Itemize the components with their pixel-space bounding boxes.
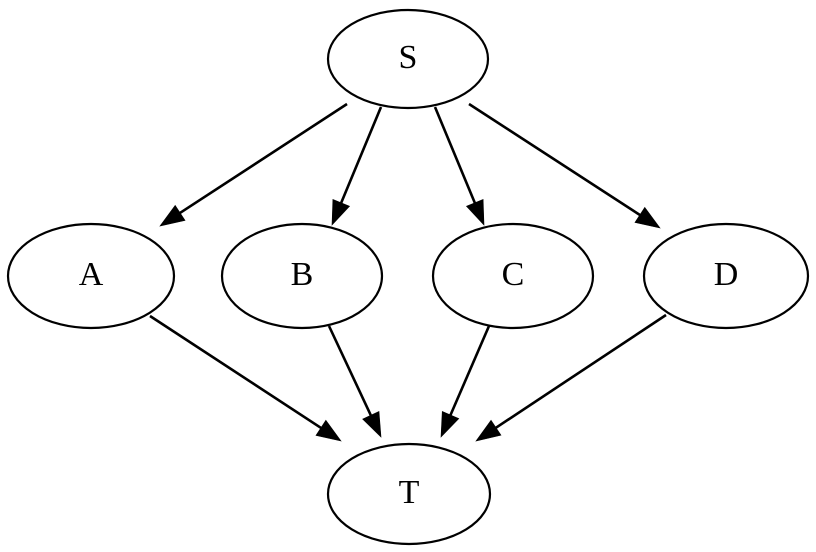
edges-layer	[149, 102, 667, 442]
graph-edge-d-to-t	[475, 313, 667, 442]
nodes-layer: S A B C D T	[6, 8, 810, 546]
arrowhead-icon	[440, 410, 460, 438]
graph-node-t[interactable]: T	[326, 442, 492, 546]
graph-edge-s-to-d	[468, 102, 661, 229]
arrowhead-icon	[362, 410, 382, 438]
graph-edge-c-to-t	[440, 325, 491, 438]
node-ellipse[interactable]	[431, 222, 595, 330]
graph-edge-s-to-b	[331, 106, 383, 226]
graph-edge-a-to-t	[149, 314, 342, 442]
node-label: A	[79, 256, 104, 293]
edge-shaft	[491, 313, 667, 432]
node-ellipse[interactable]	[642, 222, 810, 330]
node-label: D	[714, 256, 739, 293]
edge-shaft	[338, 106, 383, 208]
edge-shaft	[149, 314, 325, 432]
graph-node-s[interactable]: S	[326, 8, 490, 110]
graph-edge-s-to-a	[159, 102, 348, 227]
edge-shaft	[176, 102, 348, 217]
arrowhead-icon	[315, 419, 342, 442]
edge-shaft	[468, 102, 644, 219]
node-label: B	[291, 256, 314, 293]
node-label: C	[502, 256, 525, 293]
node-ellipse[interactable]	[6, 222, 176, 330]
arrowhead-icon	[331, 198, 351, 226]
arrowhead-icon	[465, 198, 485, 226]
graph-node-c[interactable]: C	[431, 222, 595, 330]
graph-node-b[interactable]: B	[220, 222, 384, 330]
node-ellipse[interactable]	[220, 222, 384, 330]
edge-shaft	[327, 325, 374, 420]
arrowhead-icon	[475, 419, 502, 442]
graph-node-a[interactable]: A	[6, 222, 176, 330]
node-label: T	[399, 474, 420, 511]
node-label: S	[399, 39, 418, 76]
edge-shaft	[447, 325, 491, 420]
graph-node-d[interactable]: D	[642, 222, 810, 330]
edge-shaft	[433, 106, 478, 208]
arrowhead-icon	[159, 204, 186, 227]
node-ellipse[interactable]	[326, 442, 492, 546]
arrowhead-icon	[634, 206, 661, 229]
graph-edge-s-to-c	[433, 106, 485, 226]
graph-edge-b-to-t	[327, 325, 382, 438]
node-ellipse[interactable]	[326, 8, 490, 110]
